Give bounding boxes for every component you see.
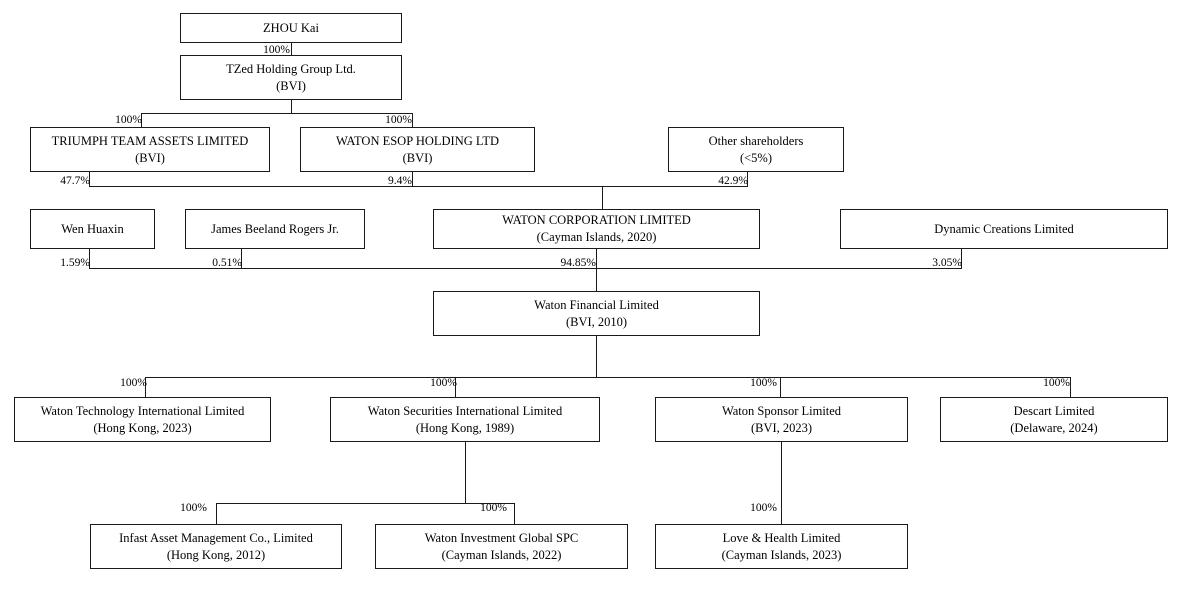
connector-e-tier4-bus <box>145 377 1070 378</box>
entity-name: Waton Securities International Limited <box>367 403 563 418</box>
pct-financial-to-technology: 100% <box>120 377 147 389</box>
entity-name: Waton Financial Limited <box>534 297 659 312</box>
connector-e-zhou-down <box>291 43 292 55</box>
entity-jurisdiction: (BVI) <box>402 150 433 165</box>
entity-name: TRIUMPH TEAM ASSETS LIMITED <box>51 133 249 148</box>
connector-e-triumph-down <box>89 172 90 186</box>
pct-securities-to-infast: 100% <box>180 502 207 514</box>
pct-rogers-to-financial: 0.51% <box>212 257 242 269</box>
pct-corp-to-financial: 94.85% <box>560 257 596 269</box>
connector-e-corp-bus <box>89 186 748 187</box>
connector-e-tier5-bus <box>216 503 514 504</box>
pct-sponsor-to-love: 100% <box>750 502 777 514</box>
connector-e-spon-drop <box>780 377 781 398</box>
connector-e-tzed-down <box>291 100 292 113</box>
entity-box-waton-investment: Waton Investment Global SPC (Cayman Islan… <box>375 524 628 569</box>
connector-e-invest-drop <box>514 503 515 525</box>
connector-e-corp-bus-drop <box>602 186 603 209</box>
entity-box-wen-huaxin: Wen Huaxin <box>30 209 155 249</box>
pct-financial-to-securities: 100% <box>430 377 457 389</box>
pct-securities-to-investment: 100% <box>480 502 507 514</box>
connector-e-financial-down <box>596 336 597 377</box>
entity-name: Other shareholders <box>708 133 804 148</box>
entity-name: TZed Holding Group Ltd. <box>226 61 356 76</box>
entity-box-descart: Descart Limited (Delaware, 2024) <box>940 397 1168 442</box>
entity-box-zhou-kai: ZHOU Kai <box>180 13 402 43</box>
entity-name: Wen Huaxin <box>61 221 124 236</box>
connector-e-esop-down <box>412 172 413 186</box>
connector-e-desc-drop <box>1070 377 1071 398</box>
connector-e-rogers-down <box>241 249 242 268</box>
entity-jurisdiction: (Cayman Islands, 2022) <box>441 547 562 562</box>
entity-name: WATON ESOP HOLDING LTD <box>335 133 500 148</box>
entity-box-waton-technology: Waton Technology International Limited (H… <box>14 397 271 442</box>
entity-jurisdiction: (<5%) <box>739 150 773 165</box>
connector-e-wen-down <box>89 249 90 268</box>
entity-box-other-holders: Other shareholders (<5%) <box>668 127 844 172</box>
entity-name: WATON CORPORATION LIMITED <box>502 213 691 228</box>
entity-box-james-rogers: James Beeland Rogers Jr. <box>185 209 365 249</box>
entity-jurisdiction: (Hong Kong, 2012) <box>166 547 266 562</box>
connector-e-sec-drop <box>455 377 456 398</box>
entity-name: Waton Technology International Limited <box>40 403 245 418</box>
pct-financial-to-descart: 100% <box>1043 377 1070 389</box>
connector-e-infast-drop <box>216 503 217 525</box>
entity-name: Waton Sponsor Limited <box>721 403 842 418</box>
connector-e-corp-down <box>596 249 597 268</box>
connector-e-sec-down <box>465 442 466 503</box>
connector-e-esop-drop <box>412 113 413 127</box>
pct-esop-to-corp: 9.4% <box>388 175 412 187</box>
entity-name: James Beeland Rogers Jr. <box>211 221 339 236</box>
entity-box-love-health: Love & Health Limited (Cayman Islands, 20… <box>655 524 908 569</box>
pct-zhou-to-tzed: 100% <box>263 44 290 56</box>
entity-box-waton-financial: Waton Financial Limited (BVI, 2010) <box>433 291 760 336</box>
entity-box-tzed-holding: TZed Holding Group Ltd. (BVI) <box>180 55 402 100</box>
entity-jurisdiction: (BVI) <box>276 78 306 93</box>
pct-wen-to-financial: 1.59% <box>60 257 90 269</box>
pct-tzed-to-esop: 100% <box>385 114 412 126</box>
connector-e-triumph-drop <box>141 113 142 127</box>
entity-jurisdiction: (Cayman Islands, 2023) <box>721 547 842 562</box>
connector-e-tzed-bus <box>141 113 412 114</box>
entity-jurisdiction: (BVI, 2023) <box>750 420 813 435</box>
entity-name: Descart Limited <box>1013 403 1095 418</box>
connector-e-financial-drop <box>596 268 597 292</box>
entity-name: ZHOU Kai <box>263 20 319 35</box>
entity-box-waton-esop: WATON ESOP HOLDING LTD (BVI) <box>300 127 535 172</box>
entity-box-waton-sponsor: Waton Sponsor Limited (BVI, 2023) <box>655 397 908 442</box>
pct-other-to-corp: 42.9% <box>718 175 748 187</box>
pct-triumph-to-corp: 47.7% <box>60 175 90 187</box>
pct-dynamic-to-financial: 3.05% <box>932 257 962 269</box>
entity-box-waton-corp: WATON CORPORATION LIMITED (Cayman Islands… <box>433 209 760 249</box>
entity-name: Dynamic Creations Limited <box>934 221 1074 236</box>
pct-tzed-to-triumph: 100% <box>115 114 142 126</box>
connector-e-financial-bus <box>89 268 962 269</box>
entity-jurisdiction: (Hong Kong, 2023) <box>93 420 192 435</box>
entity-box-triumph-team: TRIUMPH TEAM ASSETS LIMITED (BVI) <box>30 127 270 172</box>
entity-box-waton-securities: Waton Securities International Limited (H… <box>330 397 600 442</box>
entity-jurisdiction: (Delaware, 2024) <box>1010 420 1098 435</box>
entity-jurisdiction: (BVI) <box>135 150 165 165</box>
entity-jurisdiction: (BVI, 2010) <box>565 314 628 329</box>
connector-e-tech-drop <box>145 377 146 398</box>
entity-jurisdiction: (Cayman Islands, 2020) <box>536 230 657 244</box>
entity-box-dynamic-creations: Dynamic Creations Limited <box>840 209 1168 249</box>
entity-name: Infast Asset Management Co., Limited <box>119 530 313 545</box>
entity-jurisdiction: (Hong Kong, 1989) <box>415 420 515 435</box>
connector-e-other-down <box>747 172 748 186</box>
connector-e-spon-down <box>781 442 782 525</box>
entity-box-infast-asset: Infast Asset Management Co., Limited (Hon… <box>90 524 342 569</box>
connector-e-dynamic-down <box>961 249 962 268</box>
entity-name: Waton Investment Global SPC <box>424 530 579 545</box>
entity-name: Love & Health Limited <box>722 530 841 545</box>
pct-financial-to-sponsor: 100% <box>750 377 777 389</box>
